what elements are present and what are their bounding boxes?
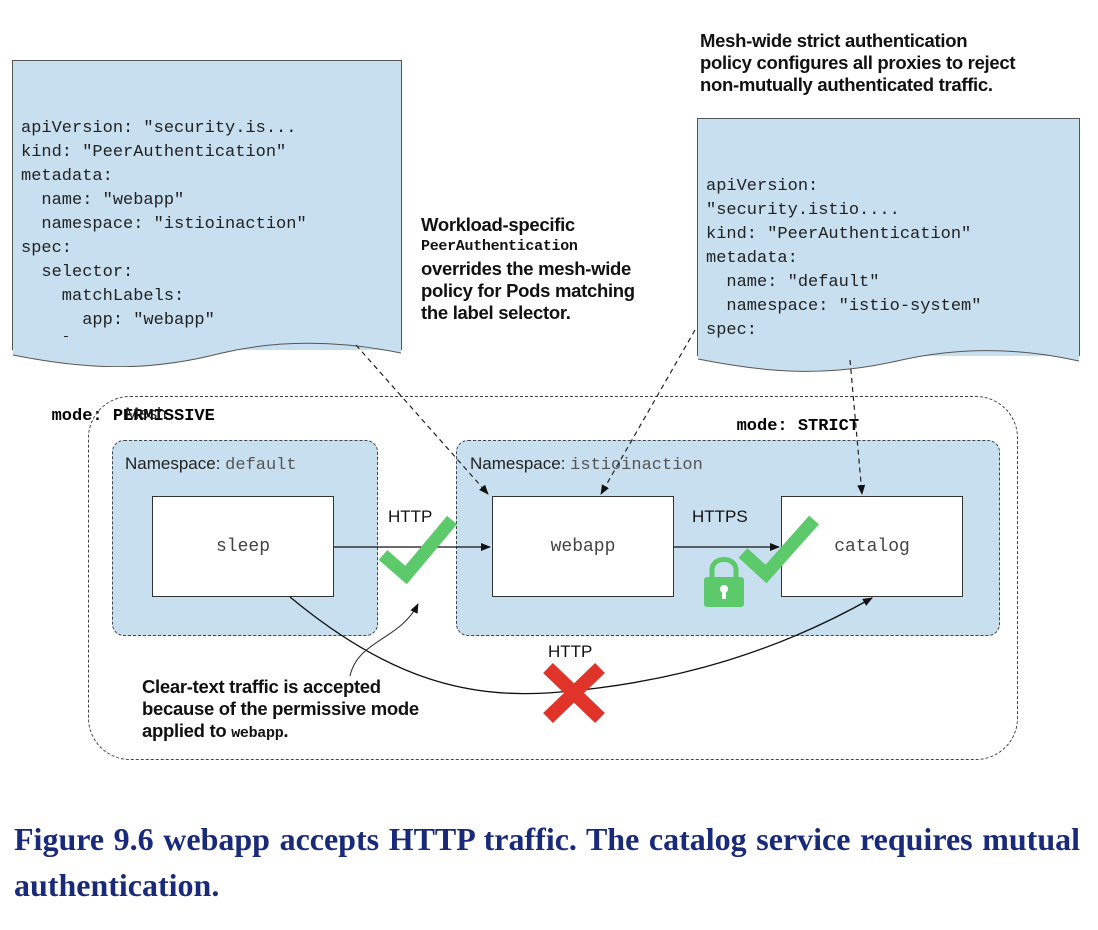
protocol-sleep-webapp: HTTP [388,507,433,526]
cleartext-pointer [349,603,419,677]
policy-link-permissive [355,344,489,495]
workload-specific-annotation: Workload-specific PeerAuthentication ove… [421,214,635,324]
code-line: selector: [21,263,134,282]
service-sleep: sleep [152,496,334,597]
permissive-policy-document: apiVersion: "security.is... kind: "PeerAu… [12,60,402,426]
annotation-line: policy for Pods matching [421,280,635,301]
mesh-boundary [88,396,1018,760]
annotation-line: overrides the mesh-wide [421,258,632,279]
annotation-line: the label selector. [421,302,571,323]
code-line: name: "webapp" [21,191,185,210]
code-line: apiVersion: "security.is... [21,119,297,138]
annotation-text: . [283,720,289,741]
code-line: app: "webapp" [21,311,215,330]
code-line: spec: [706,321,758,340]
green-check-icon [738,515,819,584]
annotation-code: PeerAuthentication [421,238,578,255]
policy-link-mesh-to-webapp [600,329,696,495]
document-wave-edge [13,337,401,367]
traffic-sleep-catalog [289,596,873,695]
lock-icon [704,557,744,607]
namespace-default-label: Namespace: default [125,454,297,475]
annotation-line: Mesh-wide strict authentication [700,30,968,51]
code-line: metadata: [706,249,798,268]
annotation-line: policy configures all proxies to reject [700,52,1016,73]
policy-link-strict [849,359,866,495]
green-check-icon [378,515,457,585]
strict-mode-line: mode: STRICT [706,417,860,436]
code-line: apiVersion: [706,177,819,196]
annotation-text: applied to [142,720,232,741]
annotation-line: non-mutually authenticated traffic. [700,74,993,95]
service-catalog: catalog [781,496,963,597]
annotation-line: because of the permissive mode [142,698,419,719]
annotation-line: applied to webapp. [142,720,419,745]
namespace-prefix: Namespace: [125,454,226,473]
namespace-name: default [225,456,297,475]
protocol-sleep-catalog: HTTP [548,642,593,661]
permissive-mode-line: mode: PERMISSIVE [21,407,215,426]
mesh-label: Mesh [125,404,167,423]
code-line: spec: [21,239,73,258]
protocol-webapp-catalog: HTTPS [692,507,748,526]
code-line: matchLabels: [21,287,185,306]
code-line: name: "default" [706,273,880,292]
namespace-name: istioinaction [570,456,703,475]
code-line: namespace: "istio-system" [706,297,982,316]
service-webapp: webapp [492,496,674,597]
namespace-prefix: Namespace: [470,454,571,473]
permissive-policy-lines: apiVersion: "security.is... kind: "PeerAu… [21,117,401,357]
cleartext-annotation: Clear-text traffic is accepted because o… [142,676,419,745]
figure-caption: Figure 9.6 webapp accepts HTTP traffic. … [14,821,1080,903]
strict-policy-document: apiVersion: "security.istio.... kind: "Pee… [697,118,1080,436]
annotation-line: Clear-text traffic is accepted [142,676,381,697]
strict-policy-lines: apiVersion: "security.istio.... kind: "Pee… [706,175,1079,367]
annotation-line: Workload-specific [421,214,575,235]
code-line: "security.istio.... [706,201,900,220]
code-line: metadata: [21,167,113,186]
annotation-code: webapp [231,725,284,742]
red-x-icon [543,662,605,724]
code-line: kind: "PeerAuthentication" [21,143,287,162]
mesh-wide-annotation: Mesh-wide strict authentication policy c… [700,30,1016,96]
code-line: namespace: "istioinaction" [21,215,307,234]
code-line: kind: "PeerAuthentication" [706,225,972,244]
namespace-istioinaction-label: Namespace: istioinaction [470,454,703,475]
document-wave-edge [698,343,1079,372]
